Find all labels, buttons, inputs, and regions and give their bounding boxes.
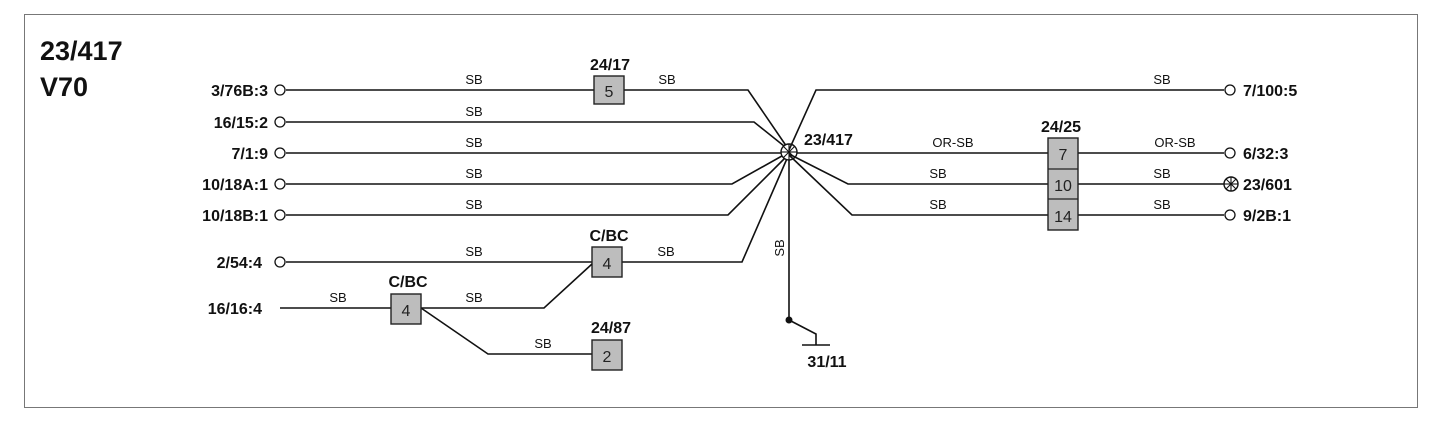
connector-24-25-pin-10: 10 <box>1054 178 1072 195</box>
connector-24-25-pin-14: 14 <box>1054 209 1072 226</box>
connector-cbc-lower-pin: 4 <box>402 303 411 320</box>
terminal-label-7-1: 7/1:9 <box>232 146 269 163</box>
connector-cbc-upper-box <box>591 246 623 278</box>
wire-label-wr4a: SB <box>929 197 946 212</box>
wire-cbc-lower-to-cbc-upper <box>421 263 593 309</box>
wire-label-w1b: SB <box>658 72 675 87</box>
connector-24-25-id: 24/25 <box>1041 119 1081 136</box>
wire-label-wr1: SB <box>1153 72 1170 87</box>
terminal-label-16-16: 16/16:4 <box>208 301 262 318</box>
connector-cbc-lower-box <box>390 293 422 325</box>
terminal-circle-10-18b <box>274 209 286 221</box>
terminal-label-3-76b: 3/76B:3 <box>211 83 268 100</box>
wire-splice-to-24-25-pin10 <box>788 153 1048 185</box>
wire-label-w4: SB <box>465 166 482 181</box>
wire-label-wvert: SB <box>772 239 787 256</box>
connector-cbc-lower-id: C/BC <box>388 274 428 291</box>
wire-label-wr4b: SB <box>1153 197 1170 212</box>
wire-label-wr3a: SB <box>929 166 946 181</box>
wire-label-w5: SB <box>465 197 482 212</box>
connector-24-17-id: 24/17 <box>590 57 630 74</box>
terminal-circle-7-1 <box>274 147 286 159</box>
wire-label-w7a: SB <box>329 290 346 305</box>
wire-label-w6a: SB <box>465 244 482 259</box>
wire-24-17-to-splice <box>624 89 790 151</box>
connector-cbc-upper-id: C/BC <box>589 228 629 245</box>
connector-24-87-id: 24/87 <box>591 320 631 337</box>
wire-16-15 <box>286 121 790 151</box>
wire-label-w7b: SB <box>465 290 482 305</box>
splice-label: 23/417 <box>804 132 853 149</box>
wire-splice-to-24-25-pin14 <box>788 154 1048 216</box>
wire-cbc-lower-to-24-87 <box>420 307 592 355</box>
wire-7-100 <box>788 89 1224 151</box>
terminal-label-6-32: 6/32:3 <box>1243 146 1288 163</box>
component-id-title: 23/417 <box>40 36 123 66</box>
wire-10-18a <box>286 151 790 185</box>
terminal-label-2-54: 2/54:4 <box>217 255 262 272</box>
terminal-circle-16-15 <box>274 116 286 128</box>
connector-24-25-box <box>1047 137 1079 231</box>
terminal-label-16-15: 16/15:2 <box>214 115 268 132</box>
wire-label-wr2b: OR-SB <box>1154 135 1195 150</box>
wire-label-w2: SB <box>465 104 482 119</box>
terminal-circle-6-32 <box>1224 147 1236 159</box>
connector-24-17-pin: 5 <box>605 84 614 101</box>
wire-label-w3: SB <box>465 135 482 150</box>
terminal-circle-7-100 <box>1224 84 1236 96</box>
terminal-circle-9-2b <box>1224 209 1236 221</box>
ground-label: 31/11 <box>807 354 846 371</box>
wire-10-18b <box>286 153 790 216</box>
terminal-label-9-2b: 9/2B:1 <box>1243 208 1291 225</box>
terminal-label-10-18a: 10/18A:1 <box>202 177 268 194</box>
wire-label-w1a: SB <box>465 72 482 87</box>
terminal-label-7-100: 7/100:5 <box>1243 83 1297 100</box>
splice-23-601-icon <box>1223 176 1239 192</box>
model-title: V70 <box>40 72 88 102</box>
wire-label-w6b: SB <box>657 244 674 259</box>
terminal-circle-10-18a <box>274 178 286 190</box>
terminal-label-10-18b: 10/18B:1 <box>202 208 268 225</box>
wire-label-wr3b: SB <box>1153 166 1170 181</box>
connector-24-87-pin: 2 <box>603 349 612 366</box>
wire-label-w8: SB <box>534 336 551 351</box>
connector-cbc-upper-pin: 4 <box>603 256 612 273</box>
wire-cbc-upper-to-splice <box>622 153 790 263</box>
connector-24-87-box <box>591 339 623 371</box>
connector-24-25-pin-7: 7 <box>1059 147 1068 164</box>
terminal-circle-2-54 <box>274 256 286 268</box>
wire-label-wr2a: OR-SB <box>932 135 973 150</box>
diagram-frame <box>24 14 1418 408</box>
terminal-label-23-601: 23/601 <box>1243 177 1292 194</box>
terminal-circle-3-76b <box>274 84 286 96</box>
connector-24-17-box <box>593 75 625 105</box>
ground-lead <box>788 319 817 345</box>
